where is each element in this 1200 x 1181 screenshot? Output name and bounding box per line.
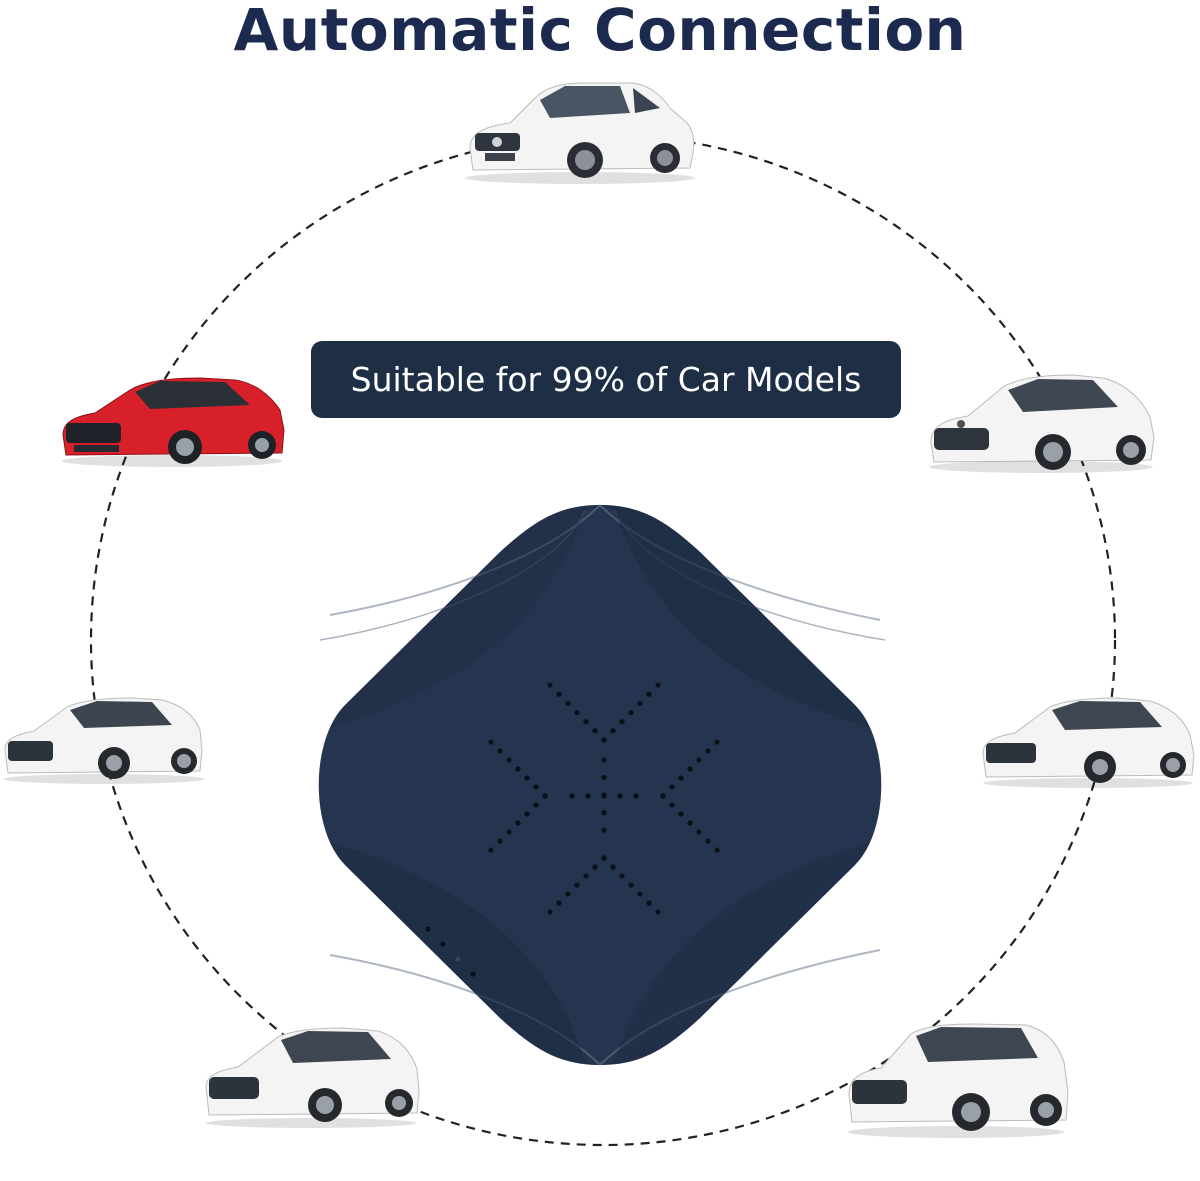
- car-mercedes-c-class: [465, 82, 695, 184]
- pattern-dot: [524, 811, 530, 817]
- pattern-dot: [678, 811, 684, 817]
- pattern-dot: [574, 882, 580, 888]
- pattern-dot: [705, 748, 711, 754]
- pattern-dot: [601, 737, 607, 743]
- pattern-dot: [556, 900, 562, 906]
- pattern-dot: [506, 829, 512, 835]
- pattern-dot: [637, 700, 643, 706]
- pattern-dot: [574, 709, 580, 716]
- car-audi-tt: [929, 374, 1155, 473]
- pattern-dot: [660, 793, 666, 799]
- pattern-dot: [610, 728, 616, 734]
- pattern-dot: [696, 829, 702, 835]
- pattern-dot: [687, 766, 693, 772]
- pattern-dot: [515, 766, 521, 772]
- pattern-dot: [497, 838, 503, 844]
- pattern-dot: [669, 802, 675, 808]
- status-led-dots: [425, 926, 476, 977]
- pattern-dot: [601, 827, 607, 833]
- pattern-dot: [497, 748, 503, 754]
- pattern-dot: [646, 900, 652, 906]
- wireless-adapter-device: [318, 504, 886, 1066]
- pattern-dot: [583, 873, 589, 879]
- car-honda-cr-v: [848, 1023, 1069, 1138]
- pattern-dot: [646, 691, 652, 697]
- car-honda-accord: [982, 697, 1195, 788]
- pattern-dot: [617, 793, 623, 799]
- x-dot-pattern: [488, 682, 720, 915]
- compatibility-badge: Suitable for 99% of Car Models: [311, 341, 901, 418]
- pattern-dot: [585, 793, 591, 799]
- pattern-dot: [687, 820, 693, 826]
- pattern-dot: [637, 891, 643, 897]
- page-title: Automatic Connection: [233, 0, 967, 64]
- pattern-dot: [714, 847, 720, 853]
- pattern-dot: [655, 909, 661, 915]
- pattern-dot: [628, 882, 634, 888]
- pattern-dot: [515, 820, 521, 826]
- pattern-dot: [542, 793, 548, 799]
- pattern-dot: [547, 909, 553, 915]
- pattern-dot: [705, 838, 711, 844]
- car-audi-a7: [4, 697, 204, 784]
- pattern-dot: [633, 793, 639, 799]
- pattern-dot: [488, 847, 494, 853]
- pattern-dot: [592, 864, 598, 870]
- car-hyundai-sonata: [62, 377, 285, 467]
- pattern-dot: [601, 809, 607, 816]
- pattern-dot: [533, 784, 539, 790]
- pattern-dot: [655, 682, 661, 688]
- pattern-dot: [714, 739, 720, 745]
- pattern-dot: [628, 709, 634, 716]
- pattern-dot: [601, 774, 607, 781]
- pattern-dot: [696, 757, 702, 763]
- pattern-dot: [592, 728, 598, 734]
- dashed-connection-circle: [89, 133, 1117, 1147]
- pattern-dot: [601, 793, 607, 799]
- pattern-dot: [669, 784, 675, 790]
- pattern-dot: [556, 691, 562, 697]
- pattern-dot: [583, 719, 589, 725]
- pattern-dot: [565, 700, 571, 706]
- pattern-dot: [569, 793, 575, 799]
- pattern-dot: [547, 682, 553, 688]
- pattern-dot: [565, 891, 571, 897]
- pattern-dot: [601, 855, 607, 861]
- pattern-dot: [533, 802, 539, 808]
- pattern-dot: [619, 873, 625, 879]
- car-ford-fiesta-sedan: [205, 1027, 420, 1128]
- pattern-dot: [610, 864, 616, 870]
- pattern-dot: [488, 739, 494, 745]
- pattern-dot: [678, 775, 684, 781]
- pattern-dot: [601, 757, 607, 763]
- pattern-dot: [619, 719, 625, 725]
- pattern-dot: [524, 775, 530, 781]
- pattern-dot: [506, 757, 512, 763]
